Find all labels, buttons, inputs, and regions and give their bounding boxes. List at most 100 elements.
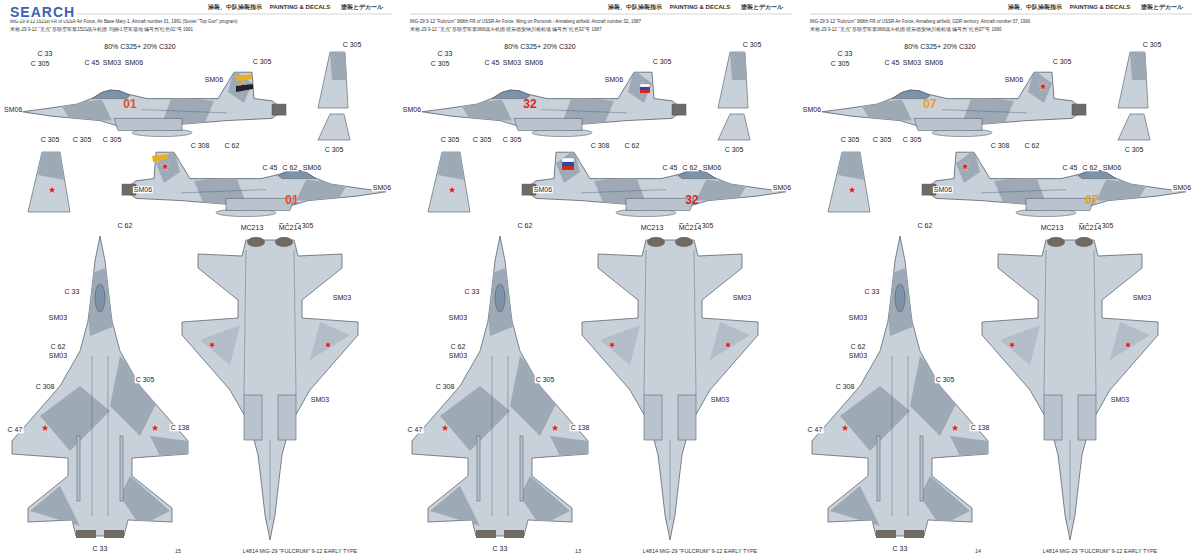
callout-code: C 33 xyxy=(492,545,509,552)
callout-code: SM06 xyxy=(772,184,792,191)
page-header: 涂装、中队涂装指示 xyxy=(207,4,263,10)
callout-code: C 305 xyxy=(1142,41,1163,48)
callout-code: SM06 xyxy=(402,106,422,113)
callout-code: SM03 xyxy=(848,352,868,359)
callout-code: C 45 xyxy=(884,59,901,66)
aircraft-number: 32 xyxy=(523,98,536,111)
callout-code: C 62 xyxy=(850,343,867,350)
callout-code: C 62 xyxy=(624,142,641,149)
callout-code: SM03 xyxy=(502,59,522,66)
callout-code: C 33 xyxy=(864,288,881,295)
callout-code: SM03 xyxy=(902,59,922,66)
callout-code: SM06 xyxy=(1004,76,1024,83)
caption: MiG-29 9-12 "Fulcrum" 968th FR of USSR A… xyxy=(410,20,641,25)
callout-code: SM06 xyxy=(533,186,553,193)
callout-code: C 305 xyxy=(502,136,523,143)
callout-code: SM06 xyxy=(802,106,822,113)
callout-code: SM06 xyxy=(133,186,153,193)
callout-code: C 47 xyxy=(807,426,824,433)
callout-code: SM06 xyxy=(702,164,722,171)
callout-code: C 305 xyxy=(430,60,451,67)
callout-code: SM03 xyxy=(1110,396,1130,403)
callout-code: C 305 xyxy=(102,136,123,143)
callout-code: C 33 xyxy=(437,50,454,57)
callout-code: C 138 xyxy=(170,424,191,431)
callout-code: C 308 xyxy=(190,142,211,149)
caption: MiG-29 9-12 "Fulcrum" 968th FR of USSR A… xyxy=(810,20,1030,25)
callout-code: MC214 xyxy=(278,224,303,231)
callout-code: C 45 xyxy=(1062,164,1079,171)
callout-code: C 33 xyxy=(837,50,854,57)
page-header: 塗装とデカール xyxy=(340,4,384,10)
callout-code: C 47 xyxy=(7,426,24,433)
callout-code: SM06 xyxy=(604,76,624,83)
callout-code: C 305 xyxy=(40,136,61,143)
callout-code: C 62 xyxy=(450,343,467,350)
callout-code: C 305 xyxy=(830,60,851,67)
callout-code: C 33 xyxy=(37,50,54,57)
callout-code: MC214 xyxy=(1078,224,1103,231)
callout-code: MC213 xyxy=(640,224,665,231)
callout-code: SM03 xyxy=(448,352,468,359)
callout-code: MC213 xyxy=(240,224,265,231)
callout-code: C 305 xyxy=(440,136,461,143)
colour-mix: 80% C325+ 20% C320 xyxy=(103,43,176,50)
callout-code: C 308 xyxy=(835,383,856,390)
callout-code: C 305 xyxy=(252,58,273,65)
colour-mix: 80% C325+ 20% C320 xyxy=(503,43,576,50)
callout-code: C 305 xyxy=(902,136,923,143)
page-header: 涂装、中队涂装指示 xyxy=(607,4,663,10)
callout-code: C 62 xyxy=(224,142,241,149)
callout-code: C 33 xyxy=(464,288,481,295)
callout-code: SM06 xyxy=(933,186,953,193)
watermark: SEARCH xyxy=(8,5,77,20)
callout-code: C 308 xyxy=(435,383,456,390)
callout-code: SM06 xyxy=(524,59,544,66)
callout-code: C 47 xyxy=(407,426,424,433)
callout-code: C 138 xyxy=(970,424,991,431)
callout-code: C 305 xyxy=(324,146,345,153)
page-header: 塗装とデカール xyxy=(740,4,784,10)
callout-code: C 62 xyxy=(917,222,934,229)
callout-code: C 305 xyxy=(872,136,893,143)
callout-code: C 62 xyxy=(282,164,299,171)
painting-page xyxy=(10,14,392,540)
callout-code: SM06 xyxy=(3,106,23,113)
callout-code: C 305 xyxy=(30,60,51,67)
russian-flag xyxy=(562,84,650,170)
callout-code: C 62 xyxy=(1024,142,1041,149)
aircraft-number: 01 xyxy=(285,194,298,207)
callout-code: SM03 xyxy=(48,352,68,359)
page-footer: L4814 MiG-29 "FULCRUM" 9-12 EARLY TYPE xyxy=(1042,549,1159,555)
tiger-tail xyxy=(152,74,253,162)
callout-code: C 33 xyxy=(64,288,81,295)
callout-code: SM06 xyxy=(124,59,144,66)
page-footer: L4814 MiG-29 "FULCRUM" 9-12 EARLY TYPE xyxy=(642,549,759,555)
callout-code: C 305 xyxy=(135,376,156,383)
callout-code: SM06 xyxy=(204,76,224,83)
caption: 米格-29 9-12 “支点” 苏联空军第968战斗机团 驻东德安纳贝格机场 编… xyxy=(410,28,602,33)
callout-code: C 305 xyxy=(840,136,861,143)
caption: MiG-29 9-12 1521st FR of USSR Air Force,… xyxy=(10,20,238,25)
callout-code: C 305 xyxy=(535,376,556,383)
callout-code: C 45 xyxy=(84,59,101,66)
callout-code: C 305 xyxy=(1052,58,1073,65)
callout-code: MC214 xyxy=(678,224,703,231)
aircraft-number: 07 xyxy=(923,98,936,111)
callout-code: MC213 xyxy=(1040,224,1065,231)
callout-code: C 305 xyxy=(342,41,363,48)
callout-code: SM03 xyxy=(710,396,730,403)
callout-code: C 33 xyxy=(892,545,909,552)
callout-code: SM03 xyxy=(48,314,68,321)
callout-code: C 305 xyxy=(742,41,763,48)
aircraft-number: 07 xyxy=(1085,194,1098,207)
colour-mix: 80% C325+ 20% C320 xyxy=(903,43,976,50)
aircraft-number: 32 xyxy=(685,194,698,207)
callout-code: SM03 xyxy=(1132,294,1152,301)
page-number: 14 xyxy=(974,549,982,555)
callout-code: C 62 xyxy=(50,343,67,350)
callout-code: SM06 xyxy=(302,164,322,171)
callout-code: C 45 xyxy=(262,164,279,171)
